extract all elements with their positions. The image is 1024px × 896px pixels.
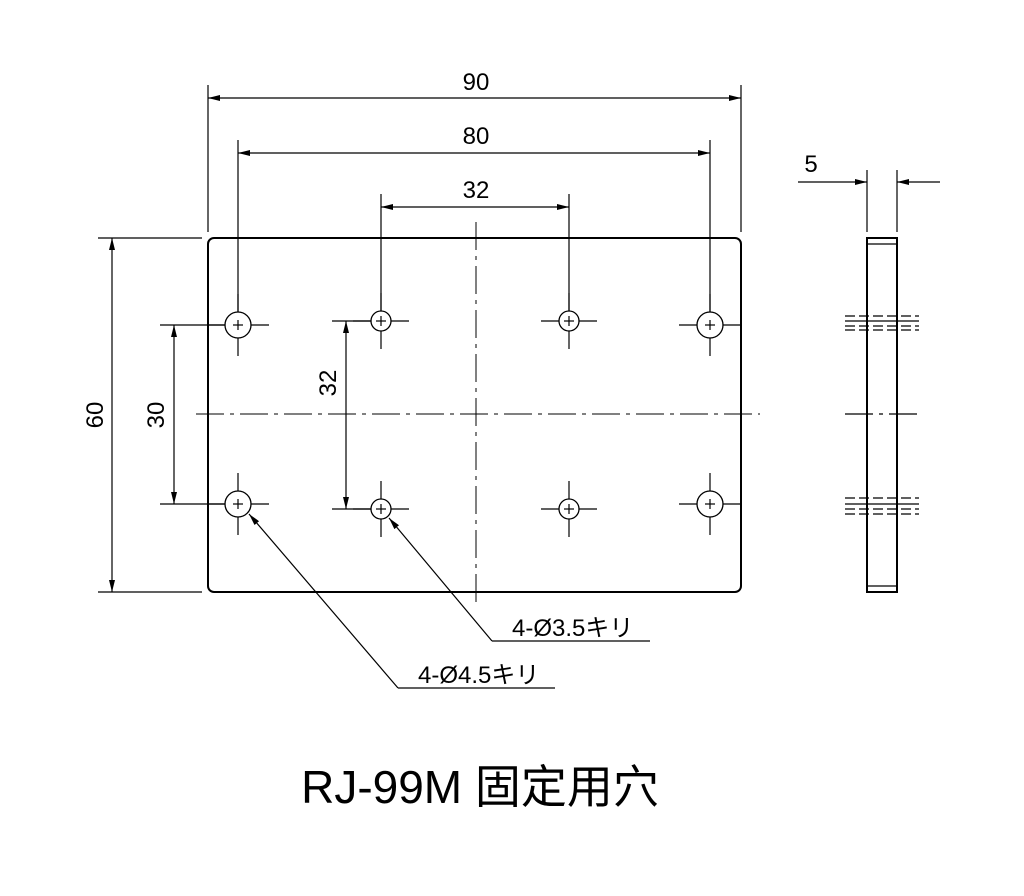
callout-small-holes: 4-Ø3.5キリ bbox=[388, 517, 650, 642]
large-hole-bottom-left bbox=[207, 473, 269, 535]
callout-small-holes-label: 4-Ø3.5キリ bbox=[512, 615, 633, 642]
small-hole-bottom-left bbox=[353, 481, 409, 537]
dimension-90: 90 bbox=[207, 69, 742, 232]
callout-large-holes: 4-Ø4.5キリ bbox=[248, 513, 555, 689]
dimension-80: 80 bbox=[237, 123, 711, 312]
dimension-32-vertical: 32 bbox=[315, 320, 371, 510]
dimension-5: 5 bbox=[798, 151, 940, 232]
dimension-80-label: 80 bbox=[463, 123, 490, 150]
plate-outline bbox=[207, 237, 742, 593]
dimension-30: 30 bbox=[143, 324, 225, 505]
drawing-title: RJ-99M 固定用穴 bbox=[301, 761, 659, 813]
dimension-32-horizontal-label: 32 bbox=[463, 177, 490, 204]
callout-large-holes-label: 4-Ø4.5キリ bbox=[418, 662, 539, 689]
plate-side-view bbox=[845, 237, 919, 593]
dimension-90-label: 90 bbox=[463, 69, 490, 96]
dimension-5-label: 5 bbox=[804, 151, 817, 178]
dimension-60: 60 bbox=[82, 237, 202, 593]
small-hole-bottom-right bbox=[541, 481, 597, 537]
dimension-30-label: 30 bbox=[143, 402, 170, 429]
plate-front-view bbox=[196, 222, 760, 606]
large-hole-top-right bbox=[679, 294, 741, 356]
dimension-32-vertical-label: 32 bbox=[315, 370, 342, 397]
dimension-60-label: 60 bbox=[82, 402, 109, 429]
side-view-outline bbox=[866, 237, 898, 593]
dimension-32-horizontal: 32 bbox=[380, 177, 570, 311]
large-hole-bottom-right bbox=[679, 473, 741, 535]
hole-pattern bbox=[207, 293, 741, 537]
